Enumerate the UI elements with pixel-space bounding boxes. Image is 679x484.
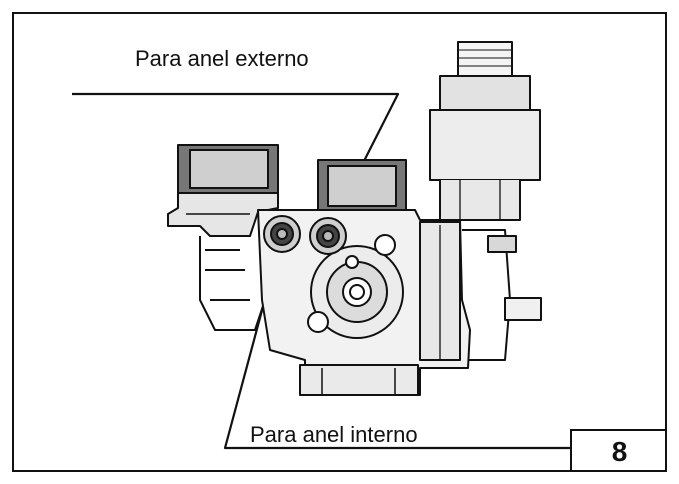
valve-body bbox=[257, 209, 471, 396]
inner-ring-port bbox=[263, 215, 301, 253]
figure-frame bbox=[12, 12, 667, 472]
left-fitting bbox=[167, 144, 279, 331]
outer-ring-label: Para anel externo bbox=[135, 46, 309, 71]
middle-fitting bbox=[317, 159, 407, 211]
figure-number: 8 bbox=[611, 435, 628, 467]
right-actuator bbox=[429, 41, 542, 361]
inner-ring-label: Para anel interno bbox=[250, 422, 418, 447]
outer-ring-port bbox=[309, 217, 347, 255]
figure-number-box: 8 bbox=[570, 429, 667, 472]
